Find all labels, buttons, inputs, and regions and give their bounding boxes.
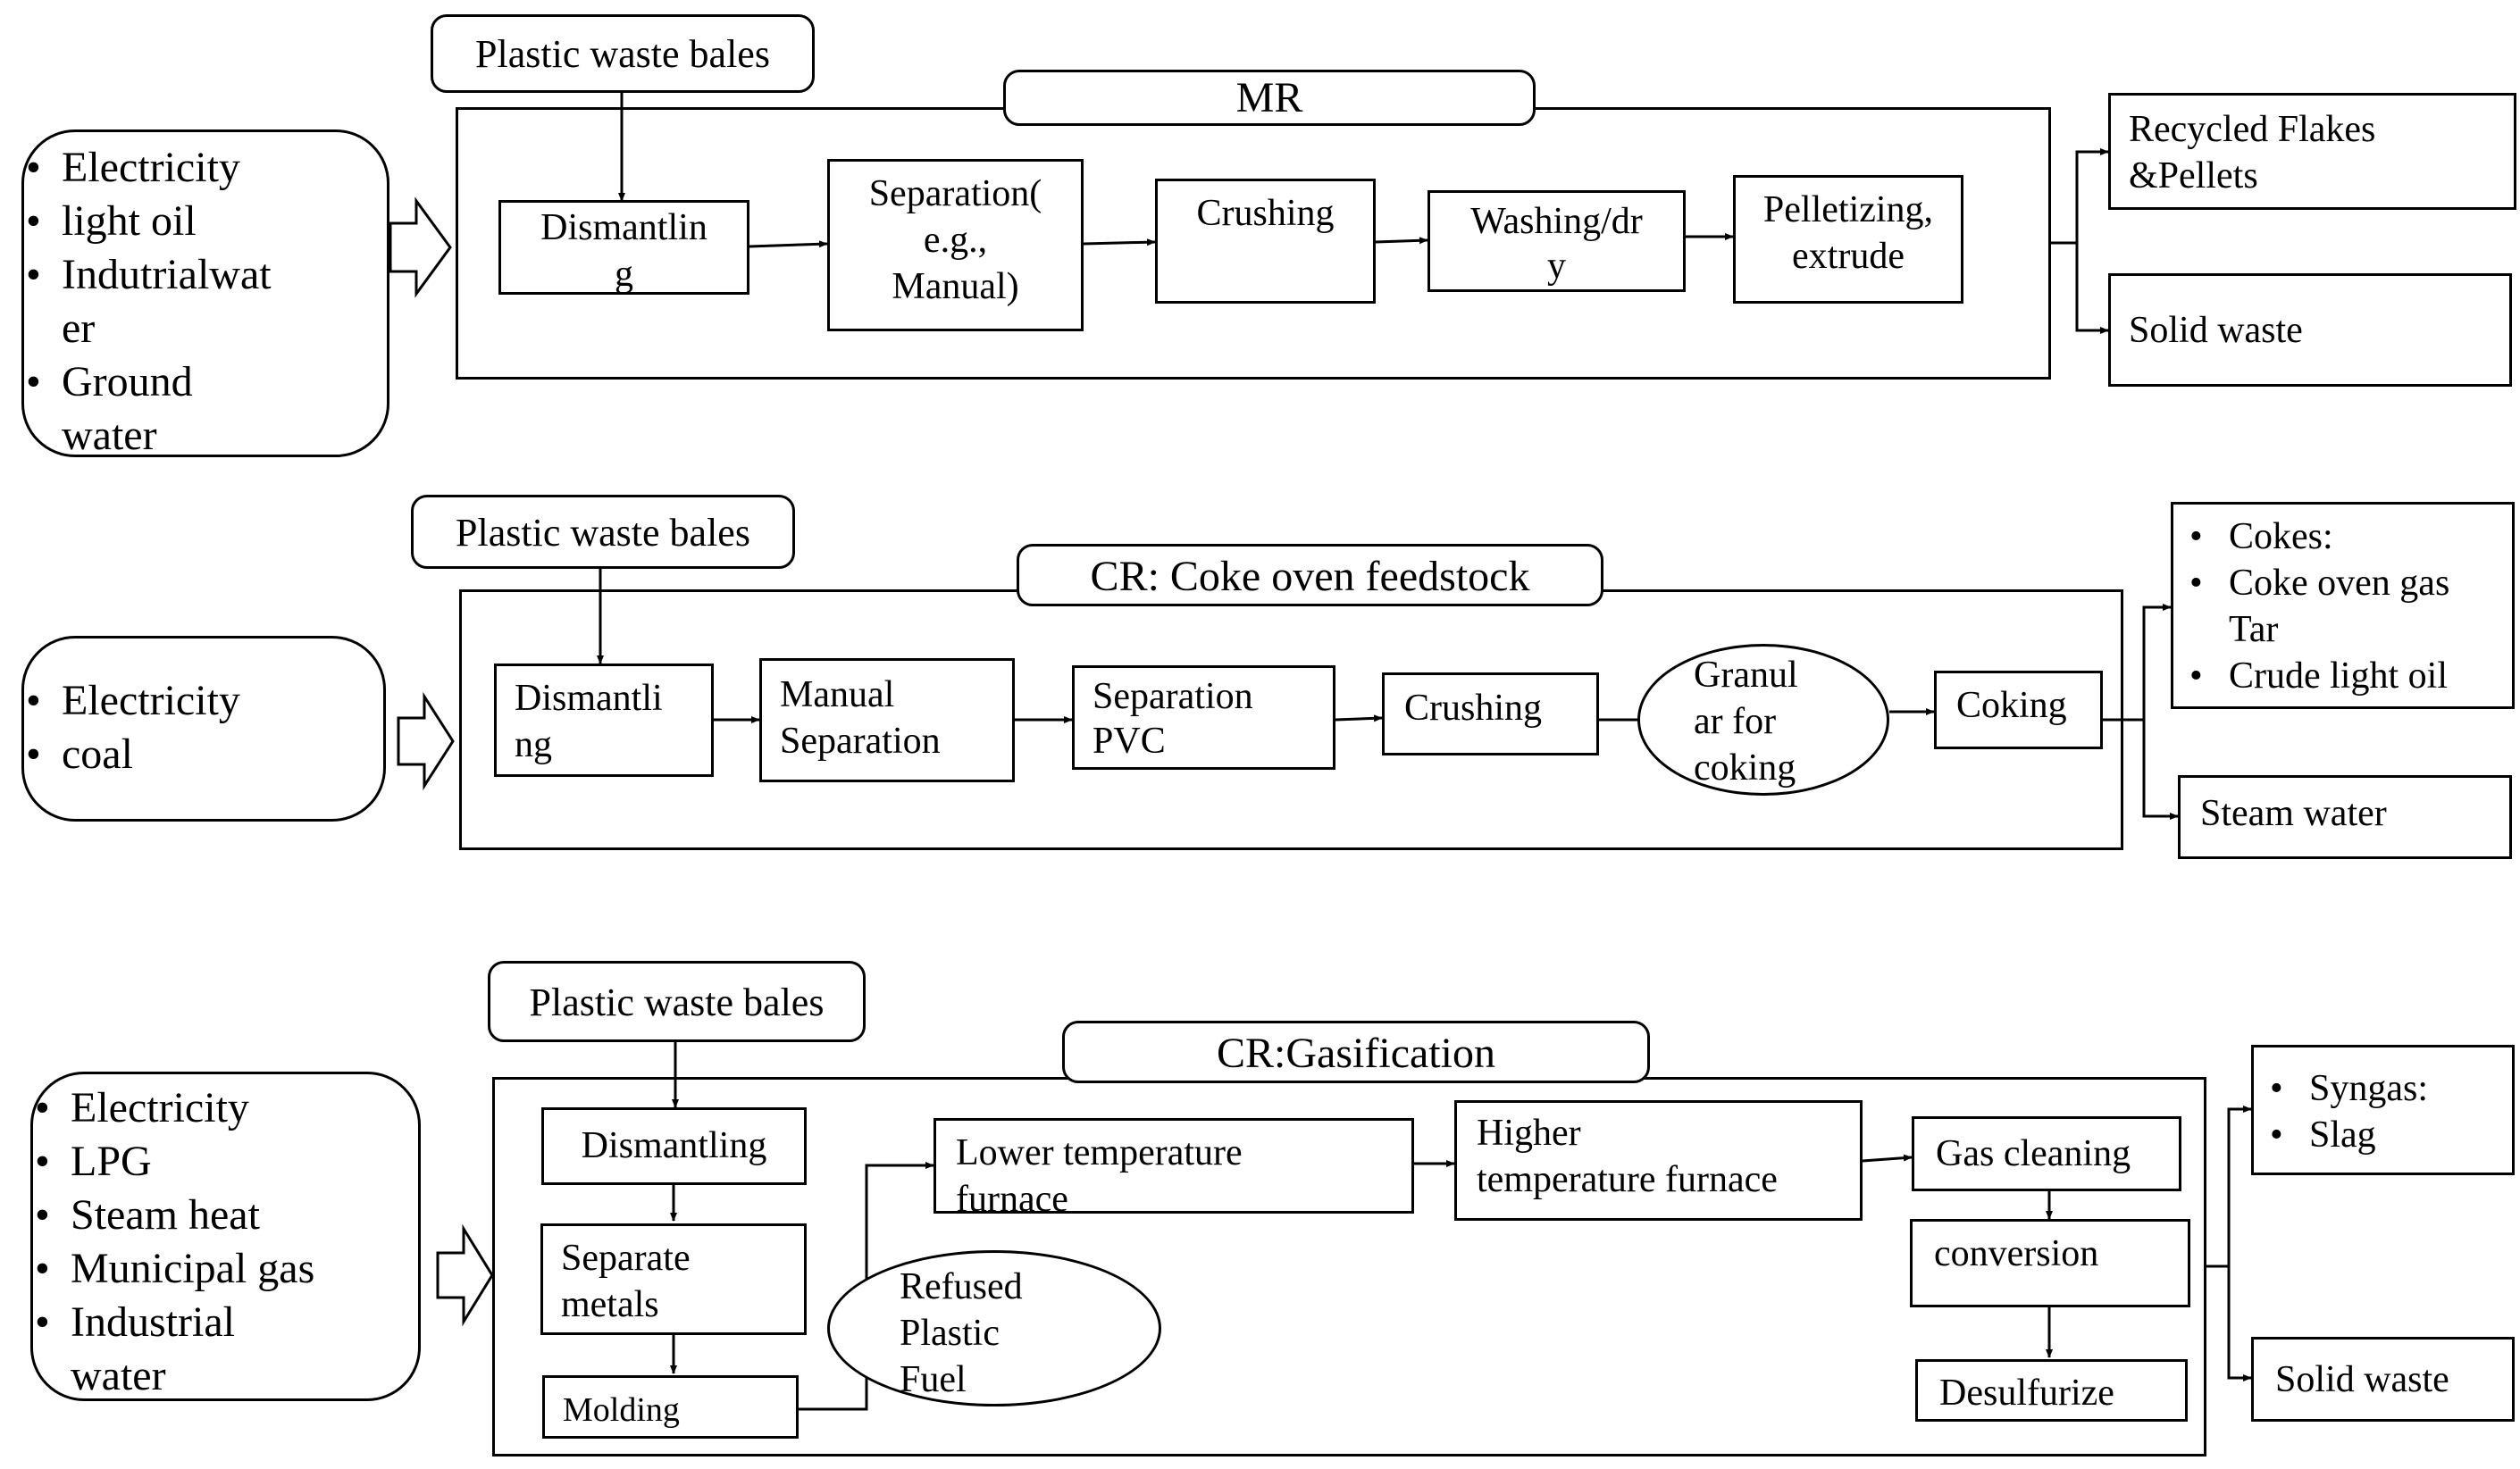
- coke-input-item: Electricity: [26, 674, 383, 728]
- mr-title: MR: [1003, 70, 1536, 126]
- coke-title: CR: Coke oven feedstock: [1017, 544, 1603, 606]
- gas-input-item: LPG: [35, 1135, 418, 1189]
- gas-step-molding: Molding: [542, 1375, 799, 1439]
- coke-plastic-waste-bales: Plastic waste bales: [411, 495, 795, 569]
- mr-input-item-continuation: er: [62, 305, 96, 352]
- coke-step-dismantling: Dismantli ng: [494, 664, 714, 777]
- gas-output-products: Syngas: Slag: [2251, 1045, 2515, 1175]
- mr-input-item: light oil: [26, 195, 387, 248]
- gas-step-desulfurize: Desulfurize: [1915, 1359, 2188, 1422]
- mr-output-solid-waste: Solid waste: [2108, 273, 2512, 387]
- coke-step-separation-pvc: Separation PVC: [1072, 665, 1335, 770]
- gas-step-refused-plastic-fuel: Refused Plastic Fuel: [827, 1250, 1161, 1406]
- mr-step-washing: Washing/dr y: [1427, 190, 1686, 292]
- gas-step-gas-cleaning: Gas cleaning: [1912, 1116, 2181, 1191]
- coke-step-coking: Coking: [1934, 671, 2103, 749]
- output-split-gas: [2206, 1106, 2252, 1268]
- coke-output-item-continuation: Tar: [2229, 609, 2279, 650]
- gas-step-conversion: conversion: [1910, 1219, 2190, 1307]
- output-split-coke-steam: [2142, 720, 2179, 820]
- mr-input-item-continuation: water: [62, 412, 157, 459]
- gas-step-lower-temperature-furnace: Lower temperature furnace: [933, 1118, 1414, 1220]
- mr-step-pelletizing: Pelletizing, extrude: [1733, 175, 1963, 304]
- output-split-mr-solid: [2075, 243, 2109, 334]
- mr-step-crushing: Crushing: [1155, 179, 1376, 304]
- gas-step-higher-temperature-furnace: Higher temperature furnace: [1454, 1100, 1863, 1221]
- mr-step-dismantling: Dismantlin g: [498, 200, 749, 295]
- coke-output-item: Crude light oil: [2189, 653, 2512, 699]
- arrow-pvc-to-crushing: [1335, 714, 1383, 722]
- gas-input-item-continuation: water: [71, 1352, 166, 1399]
- arrow-higher-to-cleaning: [1862, 1154, 1913, 1163]
- mr-input-item: Indutrialwat: [26, 248, 387, 302]
- gas-title: CR:Gasification: [1062, 1021, 1650, 1083]
- arrow-crushing-to-washing: [1375, 237, 1428, 245]
- gas-output-item: Slag: [2270, 1112, 2512, 1158]
- coke-output-item: Coke oven gas: [2189, 560, 2512, 606]
- mr-plastic-waste-bales: Plastic waste bales: [431, 14, 815, 93]
- coke-inputs-box: Electricity coal: [21, 636, 386, 822]
- gas-input-item: Municipal gas: [35, 1242, 418, 1296]
- coke-step-crushing: Crushing: [1382, 672, 1599, 755]
- arrow-separation-to-crushing: [1083, 238, 1156, 246]
- coke-output-products: Cokes: Coke oven gas Tar Crude light oil: [2171, 502, 2515, 709]
- gas-output-item: Syngas:: [2270, 1065, 2512, 1112]
- gas-input-item: Industrial: [35, 1296, 418, 1349]
- gas-step-dismantling: Dismantling: [541, 1107, 807, 1185]
- mr-output-flakes: Recycled Flakes &Pellets: [2108, 93, 2516, 210]
- gas-input-item: Steam heat: [35, 1189, 418, 1242]
- coke-input-item: coal: [26, 728, 383, 781]
- output-split-gas-solid: [2227, 1266, 2252, 1381]
- gas-step-separate-metals: Separate metals: [540, 1223, 807, 1335]
- gas-input-item: Electricity: [35, 1081, 418, 1135]
- gas-inputs-box: Electricity LPG Steam heat Municipal gas…: [30, 1072, 421, 1401]
- output-split-mr: [2051, 148, 2109, 245]
- coke-step-manual-separation: Manual Separation: [759, 658, 1015, 782]
- hollow-arrow-gas: [436, 1223, 494, 1327]
- coke-output-steam-water: Steam water: [2178, 775, 2512, 859]
- mr-step-separation: Separation( e.g., Manual): [827, 159, 1084, 331]
- coke-output-item: Cokes:: [2189, 513, 2512, 560]
- mr-input-item: Ground: [26, 355, 387, 409]
- gas-output-solid-waste: Solid waste: [2251, 1337, 2515, 1422]
- coke-step-granular: Granul ar for coking: [1637, 644, 1889, 796]
- mr-input-item: Electricity: [26, 141, 387, 195]
- hollow-arrow-mr: [389, 196, 452, 298]
- mr-inputs-box: Electricity light oil Indutrialwat er Gr…: [21, 129, 389, 459]
- hollow-arrow-coke: [397, 691, 455, 791]
- gas-plastic-waste-bales: Plastic waste bales: [488, 961, 866, 1042]
- arrow-dismantling-to-separation: [749, 240, 828, 248]
